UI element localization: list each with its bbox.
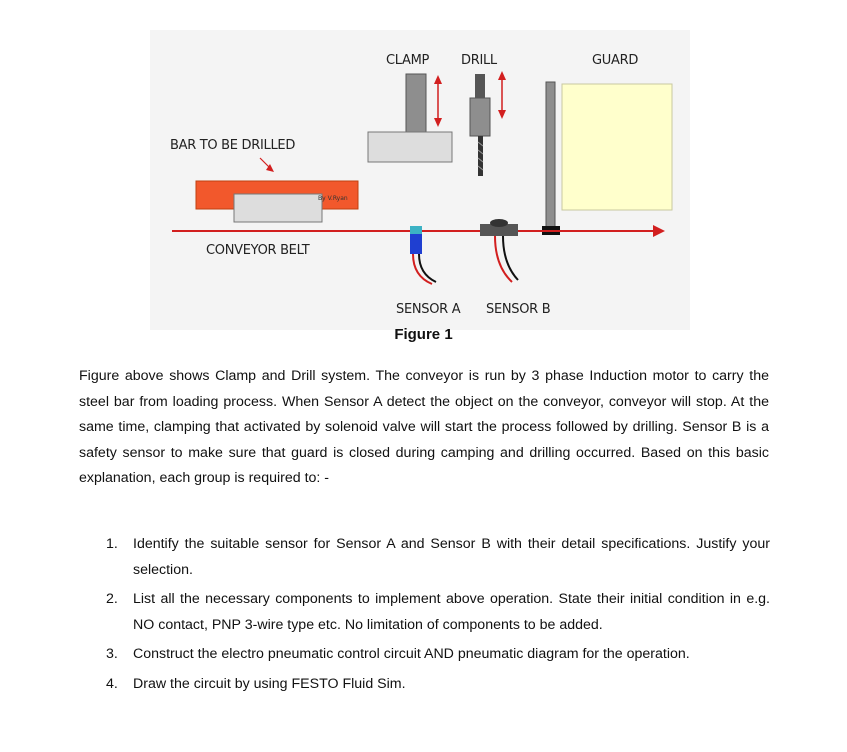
drill-label: DRILL [461,53,498,68]
sensor-b [480,219,519,283]
guard-label: GUARD [592,53,638,68]
task-number: 4. [106,675,118,692]
task-number: 2. [106,591,118,608]
clamp-label: CLAMP [386,53,430,68]
sensor-a-label: SENSOR A [396,302,461,317]
clamp-rod [405,73,427,135]
conveyor-direction-arrow [653,225,665,237]
task-item: 2. List all the necessary components to i… [106,587,770,638]
bar-pointer [259,157,271,169]
conveyor-label: CONVEYOR BELT [206,243,310,258]
clamp-block [367,131,453,163]
task-number: 1. [106,536,118,552]
watermark-text: By V.Ryan [318,195,348,202]
bar-label: BAR TO BE DRILLED [170,138,295,153]
intro-paragraph: Figure above shows Clamp and Drill syste… [79,368,769,487]
task-item: 3. Construct the electro pneumatic contro… [106,642,770,668]
task-text: Draw the circuit by using FESTO Fluid Si… [133,675,406,692]
guard-panel [561,83,673,211]
task-text: List all the necessary components to imp… [133,591,770,633]
bar-pointer-head [266,164,274,172]
clamp-motion-arrow [434,75,442,127]
figure-diagram: CLAMP DRILL GUARD BAR TO BE DRILLED [150,30,690,330]
drill-bit [477,136,484,176]
task-item: 1. Identify the suitable sensor for Senso… [106,532,770,583]
task-number: 3. [106,646,118,663]
sensor-b-label: SENSOR B [486,302,550,317]
task-item: 4. Draw the circuit by using FESTO Fluid … [106,672,770,698]
drill-chuck [469,97,491,137]
figure-caption: Figure 1 [394,326,453,343]
task-text: Identify the suitable sensor for Sensor … [133,536,770,578]
bar-holder [233,193,323,223]
sensor-a [410,226,437,285]
guard-post [545,81,556,229]
task-list: 1. Identify the suitable sensor for Senso… [106,532,770,702]
drill-shaft [475,74,485,100]
task-text: Construct the electro pneumatic control … [133,646,690,663]
drill-motion-arrow [498,71,506,119]
clamp-drill-figure: CLAMP DRILL GUARD BAR TO BE DRILLED [150,30,690,330]
